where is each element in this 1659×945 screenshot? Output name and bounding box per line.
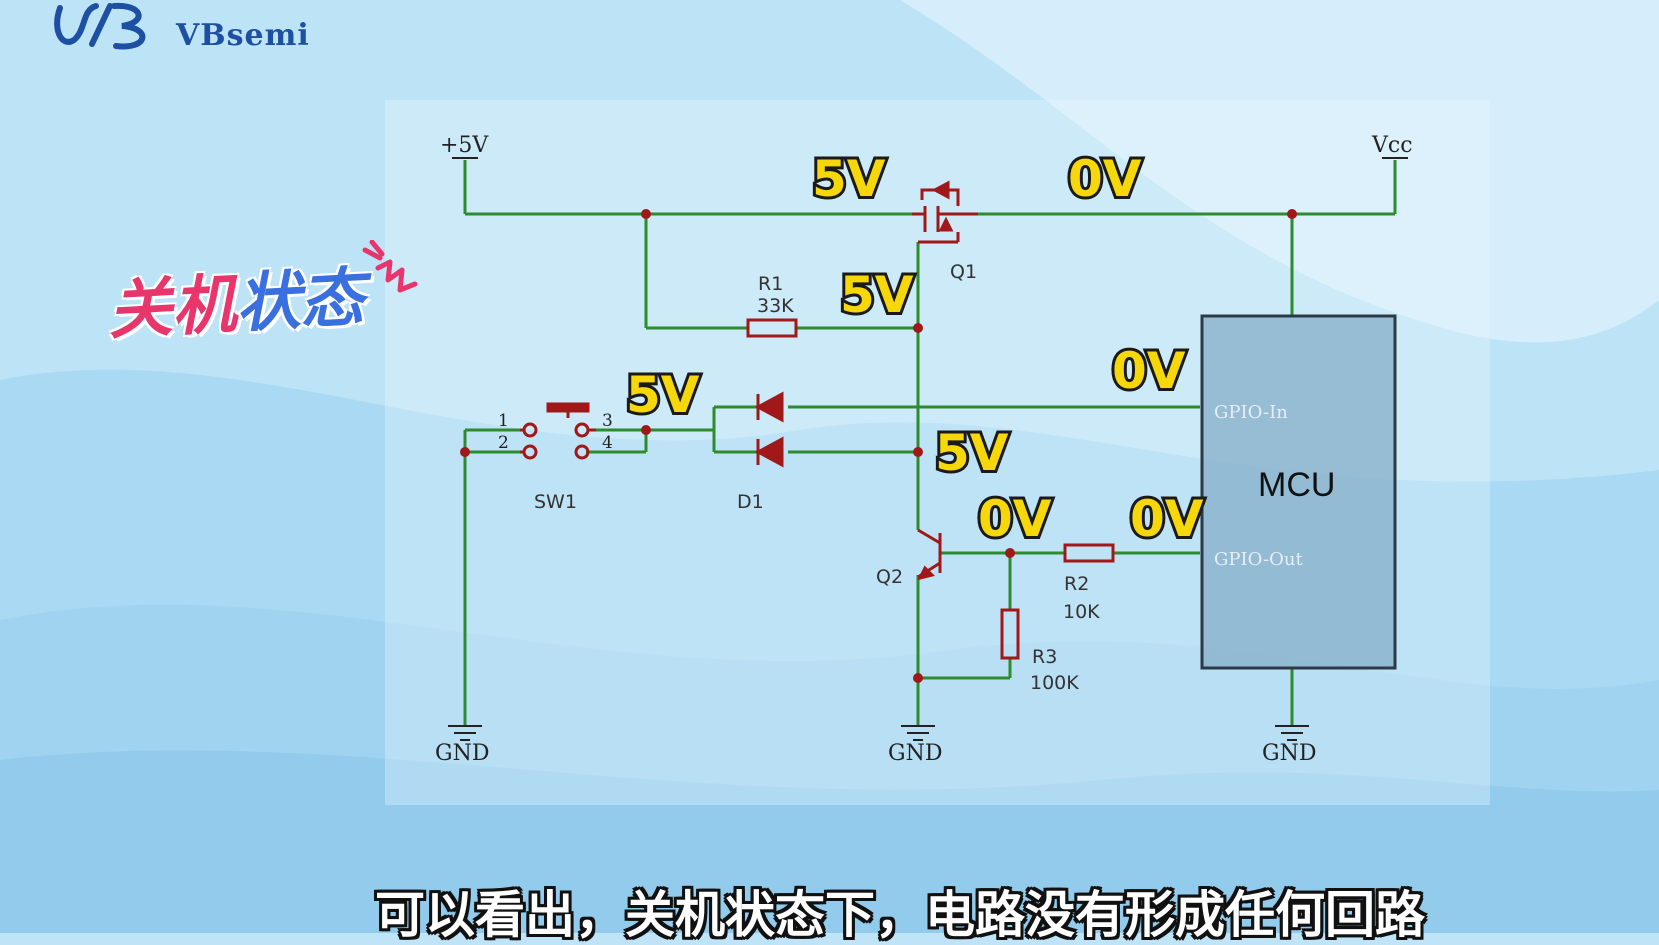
sw1-label: SW1 bbox=[534, 491, 577, 513]
sw-pin-4: 4 bbox=[602, 433, 613, 453]
voltage-q1-source: 5V bbox=[812, 150, 886, 208]
gnd-label-3: GND bbox=[1262, 741, 1316, 766]
r2-value: 10K bbox=[1063, 601, 1100, 623]
voltage-switch: 5V bbox=[626, 366, 700, 424]
voltage-q1-gate: 5V bbox=[840, 266, 914, 324]
power-symbols bbox=[448, 157, 1408, 741]
junctions bbox=[460, 209, 1297, 683]
voltage-gpio-in: 0V bbox=[1112, 342, 1186, 400]
q2-transistor-icon bbox=[917, 528, 942, 581]
r1-name: R1 bbox=[758, 273, 783, 295]
brand-name: VBsemi bbox=[176, 18, 310, 53]
gpio-out-label: GPIO-Out bbox=[1214, 549, 1303, 570]
plus5v-label: +5V bbox=[440, 133, 489, 158]
d1-diode-icon bbox=[754, 391, 784, 468]
gpio-in-label: GPIO-In bbox=[1214, 402, 1288, 423]
gnd-label-2: GND bbox=[888, 741, 942, 766]
r3-name: R3 bbox=[1032, 646, 1057, 668]
sw1-switch-icon bbox=[520, 402, 596, 460]
q2-label: Q2 bbox=[876, 566, 903, 588]
voltage-q2-base: 0V bbox=[978, 490, 1052, 548]
sparkle-icon bbox=[362, 240, 418, 293]
sw-pin-1: 1 bbox=[498, 411, 509, 431]
wires bbox=[463, 160, 1397, 726]
r1-value: 33K bbox=[757, 295, 794, 317]
gnd-label-1: GND bbox=[435, 741, 489, 766]
vcc-label: Vcc bbox=[1371, 133, 1413, 158]
sw-pin-3: 3 bbox=[602, 411, 613, 431]
sw-pin-2: 2 bbox=[498, 433, 509, 453]
mcu-block bbox=[1200, 314, 1397, 670]
r1-resistor-icon bbox=[746, 318, 798, 338]
r3-value: 100K bbox=[1030, 672, 1079, 694]
d1-label: D1 bbox=[737, 491, 764, 513]
r2-resistor-icon bbox=[1063, 543, 1115, 563]
voltage-gpio-out: 0V bbox=[1130, 490, 1204, 548]
voltage-q1-drain: 0V bbox=[1068, 150, 1142, 208]
r2-name: R2 bbox=[1064, 573, 1089, 595]
q1-mosfet-icon bbox=[912, 180, 978, 244]
voltage-diode-lower: 5V bbox=[935, 424, 1009, 482]
r3-resistor-icon bbox=[1000, 608, 1020, 660]
mcu-label: MCU bbox=[1258, 466, 1335, 504]
q1-label: Q1 bbox=[950, 261, 977, 283]
subtitle-caption: 可以看出，关机状态下，电路没有形成任何回路 bbox=[375, 886, 1425, 944]
brand-logo-icon bbox=[54, 2, 146, 50]
